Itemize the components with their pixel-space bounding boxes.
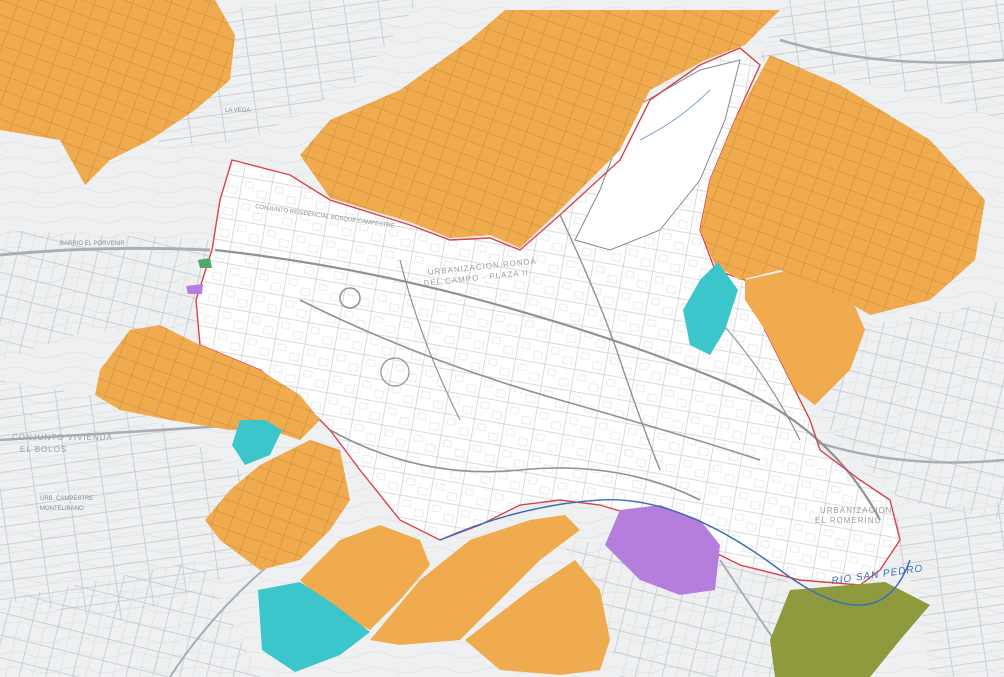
la-vega-label: LA VEGA [225,108,250,114]
cyan-zones [232,262,738,672]
zone-purple-south[interactable] [605,505,720,595]
urbanizacion-label-2: EL ROMERINO [815,516,882,525]
conjunto-left-label-2: EL BOLOS [20,445,67,454]
zone-cyan-east[interactable] [683,262,738,355]
zone-cyan-south[interactable] [258,582,370,672]
zone-orange-south-b[interactable] [370,515,580,645]
zone-olive-southeast[interactable] [770,582,930,677]
zone-orange-east[interactable] [745,270,865,405]
urb-bottom-left-label-2: MONTELIBANO [40,506,84,512]
zone-cyan-west[interactable] [232,420,282,465]
reservoir-area [574,59,741,251]
barrio-left-label: BARRIO EL PORVENIR [60,241,125,247]
urban-roads [214,214,881,521]
urb-bottom-left-label: URB. CAMPESTRE [40,496,93,502]
urban-boundary-line [195,47,901,586]
water-channel [639,89,711,141]
zone-purple-small[interactable] [186,284,203,294]
zone-green-small[interactable] [198,258,212,268]
zone-orange-south-c[interactable] [465,560,610,675]
river-line [439,498,911,606]
urban-street-grid [196,48,900,585]
urbanizacion-label: URBANIZACION [820,506,892,515]
conjunto-left-label: CONJUNTO VIVIENDA [12,433,113,442]
